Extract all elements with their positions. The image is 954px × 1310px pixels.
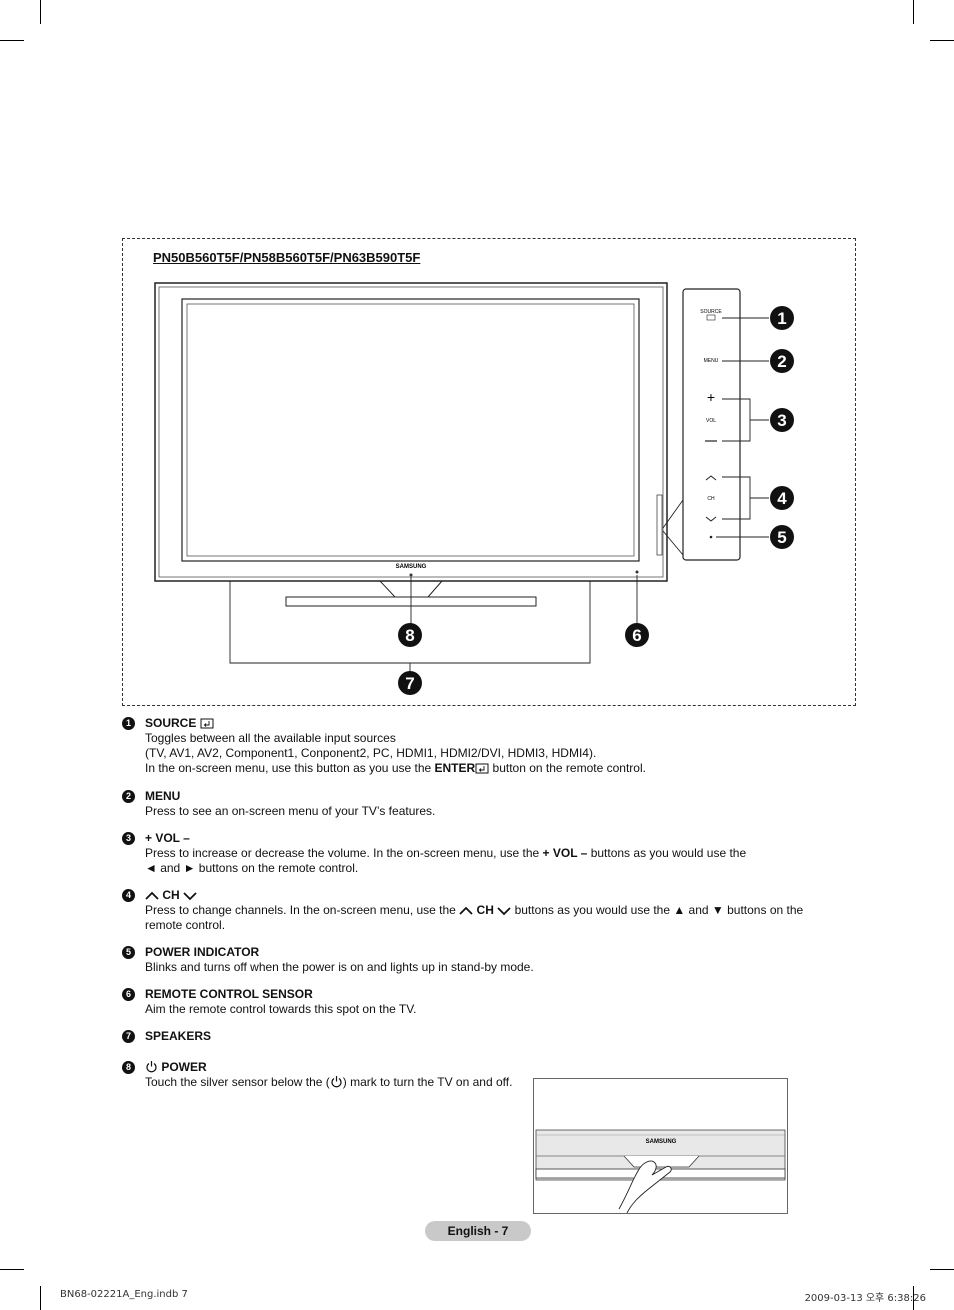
print-slug-date: 2009-03-13 오후 6:38:26 xyxy=(804,1293,926,1304)
svg-text:CH: CH xyxy=(707,496,715,502)
power-icon xyxy=(146,1061,157,1073)
crop-mark xyxy=(0,1269,24,1270)
item-number: 4 xyxy=(122,889,135,902)
power-icon xyxy=(331,1076,342,1088)
callout-3: 3 xyxy=(777,411,786,430)
item-number: 3 xyxy=(122,832,135,845)
chevron-down-icon xyxy=(497,907,511,916)
item-title: SOURCE xyxy=(145,716,197,730)
item-title: REMOTE CONTROL SENSOR xyxy=(145,987,313,1001)
svg-text:SOURCE: SOURCE xyxy=(700,309,722,315)
legend-item-source: 1 SOURCE Toggles between all the availab… xyxy=(122,716,842,776)
svg-text:VOL: VOL xyxy=(706,418,716,424)
crop-mark xyxy=(913,1286,914,1310)
item-number: 7 xyxy=(122,1030,135,1043)
hand-touch-sensor-image: SAMSUNG xyxy=(535,1129,786,1214)
svg-text:+: + xyxy=(707,389,715,405)
crop-mark xyxy=(930,1269,954,1270)
callout-5: 5 xyxy=(777,528,786,547)
item-title: POWER INDICATOR xyxy=(145,945,260,959)
tv-front-diagram: SAMSUNG SOURCE MENU + VOL CH 1 2 3 4 5 6… xyxy=(154,282,794,695)
print-slug-file: BN68-02221A_Eng.indb 7 xyxy=(60,1289,188,1300)
legend-item-speakers: 7 SPEAKERS xyxy=(122,1029,842,1044)
svg-text:MENU: MENU xyxy=(704,358,719,364)
item-title: POWER xyxy=(161,1060,207,1074)
chevron-down-icon xyxy=(183,892,197,901)
legend-item-volume: 3 + VOL – Press to increase or decrease … xyxy=(122,831,842,876)
enter-icon xyxy=(475,763,489,774)
callout-7: 7 xyxy=(405,674,414,693)
crop-mark xyxy=(40,0,41,24)
enter-icon xyxy=(200,718,214,729)
legend-item-power: 8 POWER Touch the silver sensor below th… xyxy=(122,1060,842,1090)
item-number: 8 xyxy=(122,1061,135,1074)
item-number: 6 xyxy=(122,988,135,1001)
tv-screen xyxy=(181,298,640,562)
callout-2: 2 xyxy=(777,352,786,371)
page-number-badge: English - 7 xyxy=(425,1221,531,1241)
callout-8: 8 xyxy=(405,626,414,645)
item-number: 2 xyxy=(122,790,135,803)
power-touch-illustration: SAMSUNG xyxy=(533,1078,788,1214)
crop-mark xyxy=(930,40,954,41)
legend-item-remote-sensor: 6 REMOTE CONTROL SENSOR Aim the remote c… xyxy=(122,987,842,1017)
legend-item-menu: 2 MENU Press to see an on-screen menu of… xyxy=(122,789,842,819)
diagram-frame xyxy=(122,238,856,706)
chevron-up-icon xyxy=(459,906,473,915)
callout-6: 6 xyxy=(632,626,641,645)
crop-mark xyxy=(40,1286,41,1310)
inset-brand-logo: SAMSUNG xyxy=(646,1139,677,1145)
crop-mark xyxy=(913,0,914,24)
legend-item-power-indicator: 5 POWER INDICATOR Blinks and turns off w… xyxy=(122,945,842,975)
crop-mark xyxy=(0,40,24,41)
item-number: 5 xyxy=(122,946,135,959)
item-title: + VOL – xyxy=(145,831,190,845)
tv-brand-logo: SAMSUNG xyxy=(396,564,427,570)
control-panel xyxy=(682,288,741,561)
item-title: SPEAKERS xyxy=(145,1029,212,1043)
legend: 1 SOURCE Toggles between all the availab… xyxy=(122,716,842,1090)
legend-item-channel: 4 CH Press to change channels. In the on… xyxy=(122,888,842,933)
callout-4: 4 xyxy=(777,489,787,508)
callout-1: 1 xyxy=(777,309,786,328)
item-title: CH xyxy=(162,888,180,902)
item-number: 1 xyxy=(122,717,135,730)
chevron-up-icon xyxy=(145,891,159,900)
item-title: MENU xyxy=(145,789,181,803)
model-title: PN50B560T5F/PN58B560T5F/PN63B590T5F xyxy=(153,250,421,265)
